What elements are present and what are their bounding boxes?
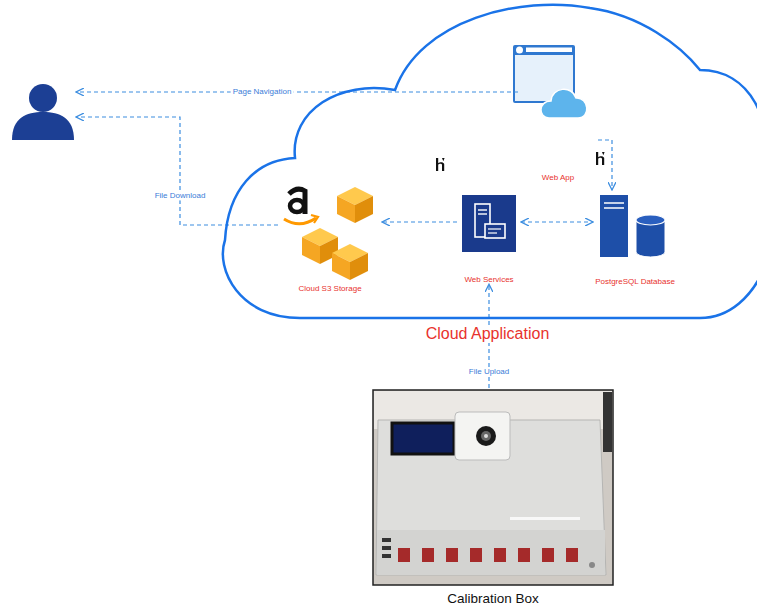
- node-label: Cloud Application: [423, 325, 553, 343]
- heroku-logo: [436, 158, 445, 171]
- dashed-connector: [598, 140, 612, 190]
- database-node: PostgreSQL Database: [593, 190, 677, 286]
- cloud-shape: [223, 5, 757, 318]
- s3-icon: [284, 187, 373, 280]
- web-app-node: Web App: [518, 45, 598, 182]
- service-node: Web Services: [457, 195, 521, 284]
- user-icon: [12, 84, 74, 140]
- dashed-connector: [521, 221, 593, 222]
- web-app-icon: [513, 45, 587, 118]
- device-node: Calibration Box: [373, 388, 613, 607]
- user-node: [10, 82, 76, 140]
- web-services-icon: [462, 195, 516, 252]
- heroku-logo: [596, 152, 605, 165]
- dashed-connector: [76, 117, 278, 225]
- database-icon: [600, 195, 665, 257]
- node-label: Cloud S3 Storage: [298, 284, 361, 293]
- node-label: PostgreSQL Database: [595, 277, 675, 286]
- connector-label: File Download: [153, 191, 208, 200]
- cloud-region: Cloud Application Web AppCloud S3 Storage…: [218, 0, 757, 345]
- dashed-connector: [76, 91, 518, 92]
- calibration-box-photo: [373, 390, 613, 585]
- storage-node: Cloud S3 Storage: [278, 178, 382, 293]
- node-label: Web Services: [464, 275, 513, 284]
- connector-label: File Upload: [467, 367, 511, 376]
- node-label: Web App: [542, 173, 574, 182]
- cloud-outline: [218, 0, 757, 345]
- connector-label: Page Navigation: [231, 87, 294, 96]
- node-label: Calibration Box: [447, 591, 539, 607]
- dashed-connector: [382, 221, 457, 222]
